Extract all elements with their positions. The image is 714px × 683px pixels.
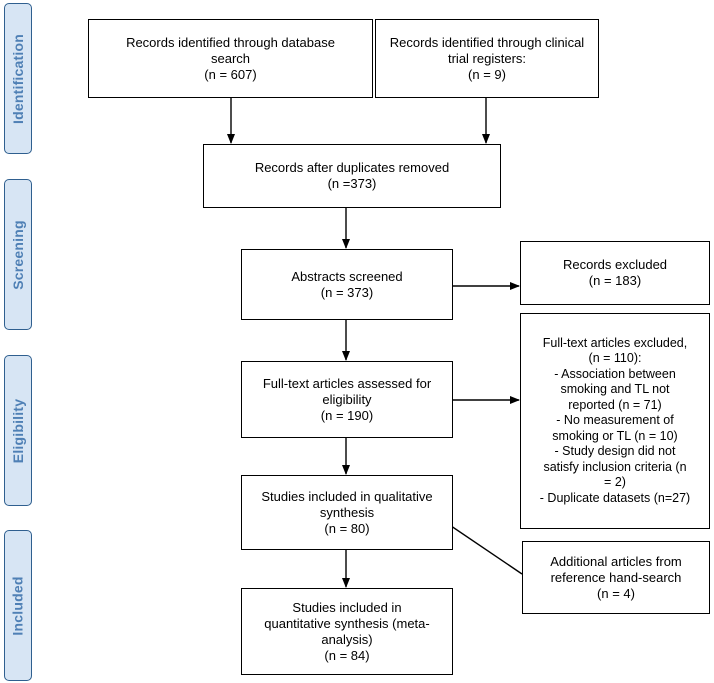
stage-included: Included <box>4 530 32 681</box>
box-after-duplicates-line: Records after duplicates removed <box>254 160 450 175</box>
box-abstracts-screened-line: (n = 373) <box>320 284 374 300</box>
box-fulltext-excluded-line: (n = 110): <box>588 351 642 366</box>
box-after-duplicates-line: (n =373) <box>327 176 377 191</box>
box-abstracts-screened-line: Abstracts screened <box>291 268 403 284</box>
box-fulltext-excluded-line: - Duplicate datasets (n=27) <box>539 490 691 505</box>
box-fulltext-assessed-line: Full-text articles assessed for <box>262 375 432 391</box>
box-quantitative-synthesis: Studies included in quantitative synthes… <box>241 588 453 675</box>
box-quantitative-synthesis-line: Studies included in <box>292 599 402 615</box>
box-fulltext-excluded-line: Full-text articles excluded, <box>542 335 688 350</box>
box-registry-records-line: Records identified through clinical <box>389 34 585 50</box>
box-after-duplicates: Records after duplicates removed (n =373… <box>203 144 501 208</box>
box-records-excluded-line: Records excluded <box>562 257 668 272</box>
stage-screening: Screening <box>4 179 32 330</box>
box-additional-articles-line: reference hand-search <box>550 569 682 585</box>
box-qualitative-synthesis-line: Studies included in qualitative <box>261 488 433 504</box>
box-fulltext-excluded-line: smoking or TL (n = 10) <box>552 428 678 443</box>
box-records-excluded-line: (n = 183) <box>588 273 642 288</box>
box-fulltext-excluded-line: satisfy inclusion criteria (n <box>543 459 687 474</box>
box-fulltext-excluded-line: - No measurement of <box>556 413 674 428</box>
box-fulltext-excluded: Full-text articles excluded, (n = 110): … <box>520 313 710 529</box>
box-qualitative-synthesis: Studies included in qualitative synthesi… <box>241 475 453 550</box>
box-fulltext-assessed-line: eligibility <box>322 391 372 407</box>
box-fulltext-excluded-line: smoking and TL not <box>560 382 670 397</box>
box-abstracts-screened: Abstracts screened (n = 373) <box>241 249 453 320</box>
box-database-records-line: search <box>210 50 251 66</box>
box-database-records: Records identified through database sear… <box>88 19 373 98</box>
box-additional-articles-line: (n = 4) <box>597 585 635 601</box>
box-quantitative-synthesis-line: quantitative synthesis (meta- <box>264 615 430 631</box>
box-fulltext-excluded-line: reported (n = 71) <box>568 397 662 412</box>
box-fulltext-excluded-line: - Study design did not <box>554 444 676 459</box>
stage-included-label: Included <box>10 575 27 636</box>
stage-identification: Identification <box>4 3 32 154</box>
box-registry-records-line: trial registers: <box>447 50 527 66</box>
box-quantitative-synthesis-line: analysis) <box>321 631 373 647</box>
box-qualitative-synthesis-line: (n = 80) <box>324 520 370 536</box>
stage-eligibility: Eligibility <box>4 355 32 506</box>
box-records-excluded: Records excluded (n = 183) <box>520 241 710 305</box>
box-fulltext-assessed: Full-text articles assessed for eligibil… <box>241 361 453 438</box>
box-fulltext-assessed-line: (n = 190) <box>320 407 374 423</box>
box-database-records-line: Records identified through database <box>126 34 335 50</box>
stage-eligibility-label: Eligibility <box>10 398 26 463</box>
box-qualitative-synthesis-line: synthesis <box>319 504 375 520</box>
box-registry-records: Records identified through clinical tria… <box>375 19 599 98</box>
box-database-records-line: (n = 607) <box>204 66 257 82</box>
stage-screening-label: Screening <box>10 219 26 290</box>
box-additional-articles: Additional articles from reference hand-… <box>522 541 710 614</box>
stage-identification-label: Identification <box>10 33 27 124</box>
box-fulltext-excluded-line: - Association between <box>554 366 676 381</box>
box-fulltext-excluded-line: = 2) <box>604 475 626 490</box>
box-quantitative-synthesis-line: (n = 84) <box>324 647 370 663</box>
box-additional-articles-line: Additional articles from <box>550 553 682 569</box>
box-registry-records-line: (n = 9) <box>468 66 506 82</box>
